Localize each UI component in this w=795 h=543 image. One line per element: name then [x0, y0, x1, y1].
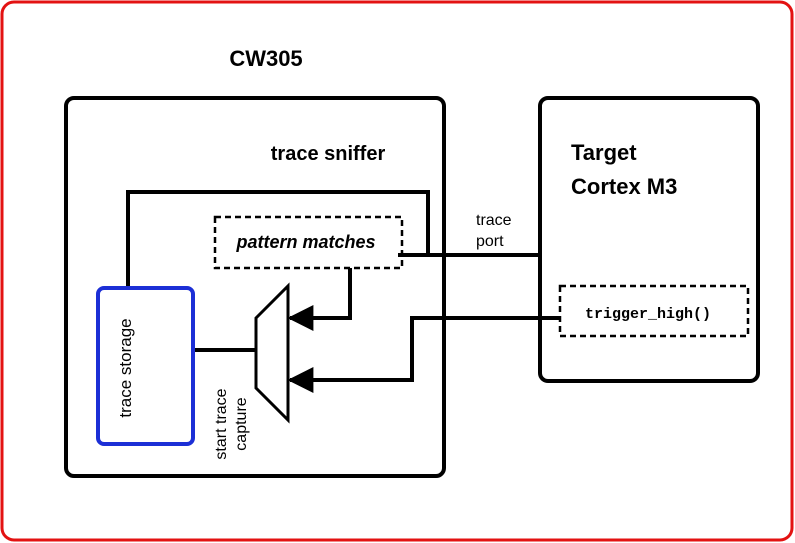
trace-storage-label: trace storage: [116, 318, 135, 417]
capture-mux: [254, 282, 290, 424]
target-box: [538, 96, 760, 383]
trigger-high-label: trigger_high(): [585, 306, 711, 323]
pattern-matches-box: [213, 215, 404, 270]
cw305-box: [64, 96, 446, 478]
trace-port-label-2: port: [476, 233, 504, 250]
pattern-matches-label: pattern matches: [235, 232, 375, 252]
start-trace-label: start trace: [213, 388, 230, 459]
cortex-m3-label: Cortex M3: [571, 174, 677, 199]
trace-port-label-1: trace: [476, 212, 512, 229]
trigger-to-mux-arrow: [287, 316, 560, 393]
pattern-to-mux-arrow: [287, 268, 352, 331]
trigger-high-box: [558, 284, 750, 338]
target-label: Target: [571, 140, 637, 165]
trace-loop-wire: [126, 190, 430, 288]
trace-storage-box: [96, 286, 195, 446]
cw305-label: CW305: [229, 46, 302, 71]
capture-label: capture: [233, 397, 250, 450]
trace-sniffer-label: trace sniffer: [271, 143, 386, 165]
